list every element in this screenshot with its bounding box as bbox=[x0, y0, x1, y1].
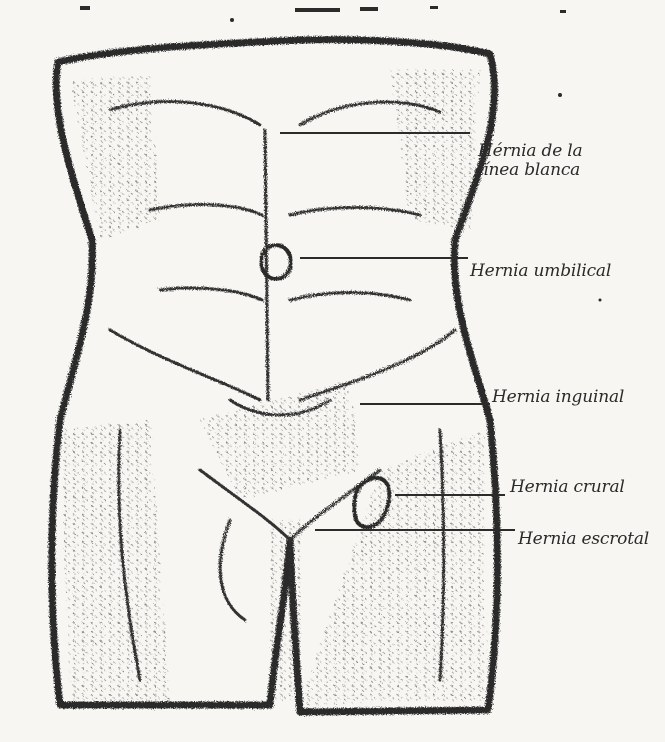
label-crural: Hernia crural bbox=[510, 478, 625, 497]
label-umbilical: Hernia umbilical bbox=[470, 262, 611, 281]
label-inguinal: Hernia inguinal bbox=[492, 388, 624, 407]
label-linea-blanca: Hérnia de la línea blanca bbox=[478, 142, 582, 180]
label-escrotal: Hernia escrotal bbox=[518, 530, 649, 549]
torso-shading bbox=[60, 70, 488, 705]
